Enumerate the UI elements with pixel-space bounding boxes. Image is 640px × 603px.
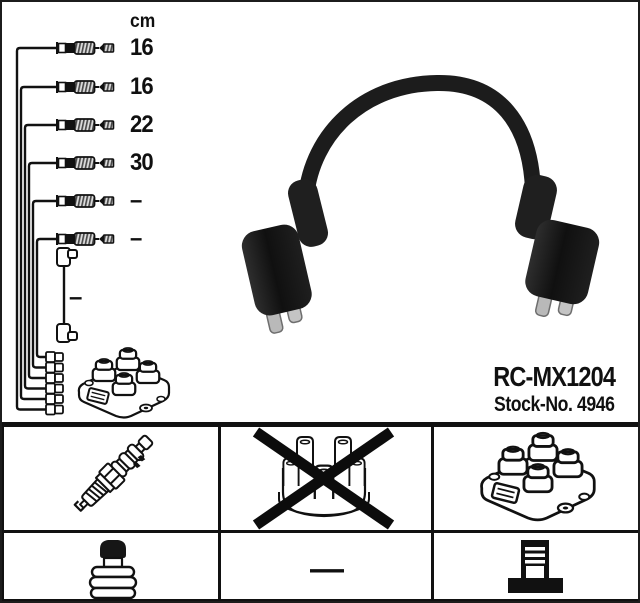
cable-length-6: – xyxy=(130,225,142,252)
unit-label: cm xyxy=(130,11,156,32)
product-code: RC-MX1204 xyxy=(493,361,616,392)
grid-cell-distributor-cap xyxy=(221,427,431,530)
cable-photo xyxy=(241,74,600,334)
grid-cell-spark-plug xyxy=(4,427,218,530)
cable-length-1: 16 xyxy=(130,34,154,61)
cable-length-3: 22 xyxy=(130,111,154,138)
cable-length-2: 16 xyxy=(130,73,154,100)
elbow-lead-length: – xyxy=(69,284,83,311)
grid-cell-coil-tower xyxy=(434,533,638,599)
grid-cell-dash xyxy=(221,533,431,599)
grid-cell-terminal-nut xyxy=(4,533,218,599)
not-applicable-dash: — xyxy=(310,550,344,588)
stock-number: Stock-No. 4946 xyxy=(494,393,615,416)
cable-length-5: – xyxy=(130,187,142,214)
cable-length-4: 30 xyxy=(130,149,154,176)
grid-cell-ignition-coil xyxy=(434,427,638,530)
ignition-coil-small-icon xyxy=(79,348,169,418)
